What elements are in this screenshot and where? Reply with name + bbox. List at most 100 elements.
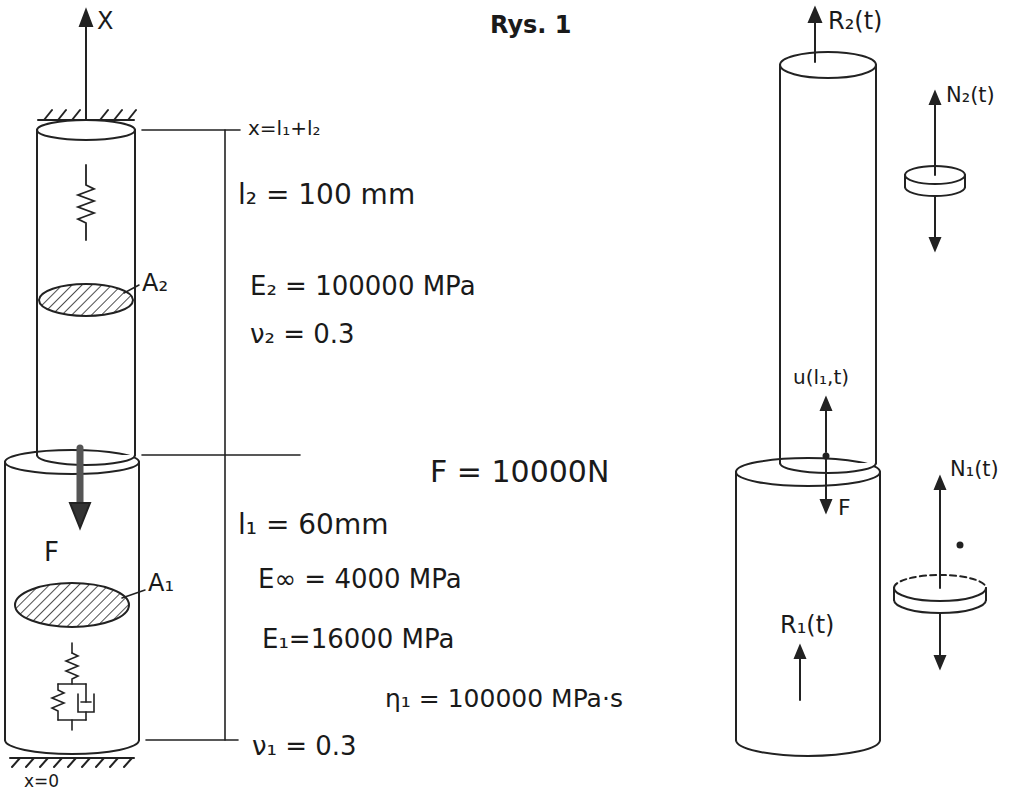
viscoelastic-symbol (52, 684, 64, 720)
lower-bar (736, 740, 880, 756)
internal-force-arrow (930, 92, 940, 250)
material-label: ν₁ = 0.3 (252, 732, 357, 761)
dimension-label: l₂ = 100 mm (238, 180, 415, 211)
internal-force-arrow (939, 489, 941, 588)
fixed-support (72, 110, 80, 120)
fixed-support (68, 758, 76, 767)
upper-bar (37, 120, 135, 140)
dimension-line (142, 454, 300, 456)
leader-line (124, 285, 139, 293)
internal-force-arrow (935, 477, 945, 489)
dimension-label: x=l₁+l₂ (248, 117, 321, 139)
illustration (5, 8, 986, 767)
lower-bar (735, 472, 737, 740)
fixed-support (128, 110, 136, 120)
fixed-support (54, 758, 62, 767)
x-axis (85, 22, 87, 128)
cross-section (39, 284, 133, 316)
slice-disk (905, 187, 965, 196)
viscoelastic-symbol (52, 643, 94, 730)
point (958, 543, 963, 548)
slice-disk (904, 175, 906, 187)
reaction-arrow (814, 20, 816, 62)
upper-bar (37, 120, 135, 455)
internal-force-arrow (935, 656, 945, 668)
fixed-support (96, 758, 104, 767)
material-label: E₁=16000 MPa (262, 625, 455, 654)
material-label: ν₂ = 0.3 (250, 320, 355, 349)
viscoelastic-symbol (71, 643, 73, 653)
displacement-arrow (821, 398, 831, 410)
upper-bar (875, 65, 877, 463)
cross-section (15, 583, 129, 627)
displacement-arrow (821, 398, 831, 452)
lower-bar (780, 463, 876, 473)
x-axis (80, 10, 92, 26)
force-arrow (77, 448, 84, 505)
fixed-support (10, 757, 134, 759)
internal-force-arrow (930, 92, 940, 104)
fixed-support (44, 110, 52, 120)
viscoelastic-symbol (81, 701, 91, 703)
fixed-support (82, 758, 90, 767)
lower-bar (736, 458, 880, 486)
upper-bar (134, 130, 136, 455)
lower-bar (37, 455, 135, 465)
viscoelastic-symbol (71, 720, 73, 730)
section-label: A₂ (142, 270, 168, 296)
internal-force-arrow (935, 477, 945, 668)
dimension-label: l₁ = 60mm (238, 510, 388, 541)
leader-line (122, 590, 145, 598)
lower-bar (5, 450, 139, 474)
internal-force-arrow (930, 238, 940, 250)
force-arrow (70, 503, 90, 528)
slice-disk (894, 588, 986, 601)
section-label: A₁ (148, 570, 174, 596)
slice-disk (985, 588, 987, 600)
fixed-support (12, 758, 20, 767)
reaction-label: R₂(t) (828, 8, 882, 34)
fixed-support (110, 758, 118, 767)
viscoelastic-symbol (66, 653, 78, 684)
internal-force-arrow (934, 196, 936, 238)
fixed-support (10, 758, 134, 767)
fixed-support (58, 110, 66, 120)
viscoelastic-symbol (85, 712, 87, 720)
force-arrow (70, 448, 90, 528)
dimension-line (142, 129, 240, 131)
lower-bar (736, 458, 880, 756)
material-label: E₂ = 100000 MPa (250, 272, 476, 301)
reaction-arrow (799, 656, 801, 700)
force-arrow (825, 458, 827, 500)
fixed-support (114, 110, 122, 120)
lower-bar (5, 450, 139, 754)
internal-force-arrow (934, 104, 936, 175)
viscoelastic-symbol (85, 684, 87, 702)
fixed-support (26, 758, 34, 767)
reaction-arrow (809, 8, 821, 62)
axis-label: X (97, 8, 113, 34)
fixed-support (124, 758, 132, 767)
lower-bar (4, 462, 6, 740)
material-label: η₁ = 100000 MPa·s (385, 685, 623, 713)
lower-bar (879, 472, 881, 740)
dimension-line (224, 130, 226, 740)
slice-disk (894, 600, 986, 613)
upper-bar (780, 52, 876, 463)
reaction-arrow (795, 646, 805, 700)
figure-title: Rys. 1 (490, 12, 572, 38)
load-label: F = 10000N (430, 455, 609, 488)
dimension-line (146, 739, 238, 741)
fixed-support (40, 758, 48, 767)
fixed-support (100, 110, 108, 120)
force-arrow (821, 500, 831, 512)
displacement-label: u(l₁,t) (793, 366, 849, 388)
force-label: F (44, 538, 59, 567)
reaction-label: R₁(t) (780, 612, 834, 638)
upper-bar (36, 130, 38, 455)
spring-symbol (78, 165, 94, 240)
slice-disk (964, 175, 966, 187)
upper-bar (780, 52, 876, 78)
